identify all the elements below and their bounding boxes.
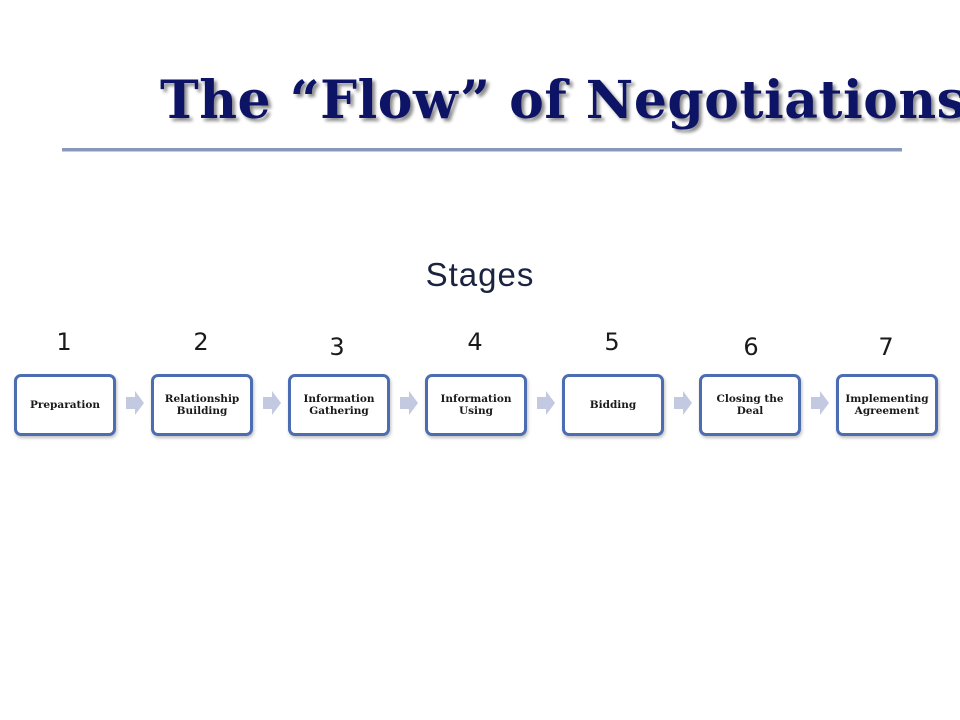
stage-label: Implementing Agreement [845, 393, 929, 417]
stage-label: Closing the Deal [716, 393, 784, 417]
arrow-right-icon [537, 391, 555, 415]
arrow-right-icon [263, 391, 281, 415]
arrow-right-icon [126, 391, 144, 415]
stage-label: Preparation [29, 399, 101, 411]
slide-title: The “Flow” of Negotiations [160, 70, 960, 131]
stage-number: 5 [604, 328, 620, 356]
stage-number: 2 [193, 328, 209, 356]
arrow-right-icon [400, 391, 418, 415]
arrow-right-icon [811, 391, 829, 415]
stage-box-information-gathering: Information Gathering [288, 374, 390, 436]
stage-box-implementing-agreement: Implementing Agreement [836, 374, 938, 436]
stage-label: Bidding [589, 399, 637, 411]
stages-heading: Stages [425, 256, 535, 293]
stage-label: Information Gathering [303, 393, 375, 417]
title-divider [62, 148, 902, 152]
stage-label: Relationship Building [164, 393, 240, 417]
stage-box-information-using: Information Using [425, 374, 527, 436]
stage-number: 3 [329, 333, 345, 361]
stage-box-relationship-building: Relationship Building [151, 374, 253, 436]
arrow-right-icon [674, 391, 692, 415]
stage-number: 1 [56, 328, 72, 356]
stage-box-preparation: Preparation [14, 374, 116, 436]
stage-box-bidding: Bidding [562, 374, 664, 436]
stage-label: Information Using [440, 393, 512, 417]
stage-number: 7 [878, 333, 894, 361]
stage-number: 4 [467, 328, 483, 356]
stage-number: 6 [743, 333, 759, 361]
stage-box-closing-the-deal: Closing the Deal [699, 374, 801, 436]
